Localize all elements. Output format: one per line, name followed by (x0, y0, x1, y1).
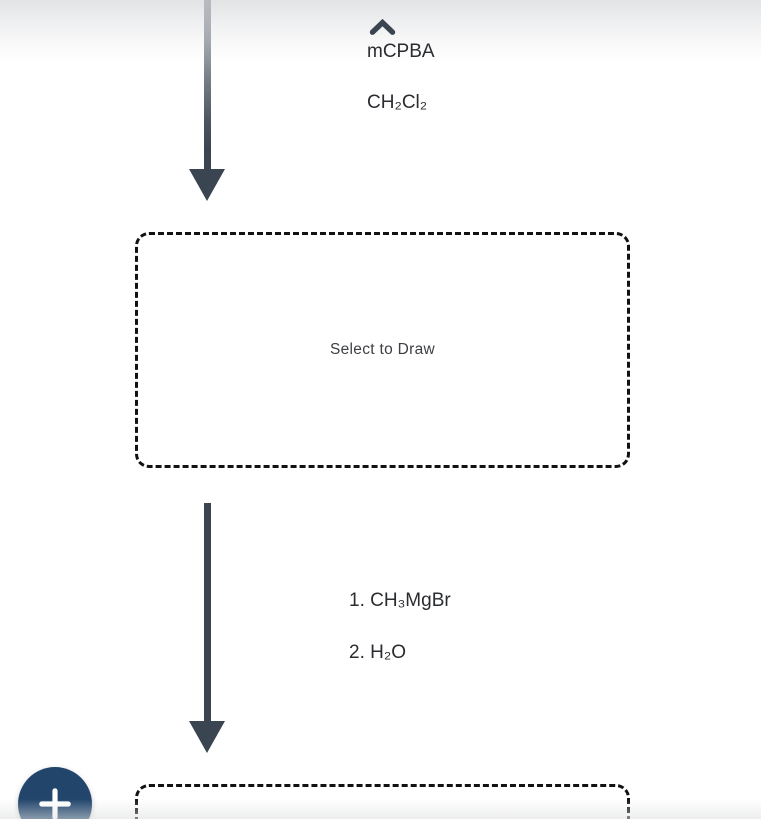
add-structure-fab[interactable] (18, 767, 92, 819)
chevron-up-icon[interactable] (369, 19, 396, 36)
reagent-label: CH₂Cl₂ (367, 92, 428, 113)
reaction-arrow-2-shaft (204, 503, 211, 723)
reagent-label: 1. CH₃MgBr (349, 590, 451, 611)
reaction-arrow-1-head (189, 169, 225, 201)
reagent-label: mCPBA (367, 41, 435, 62)
product-select-box-1[interactable]: Select to Draw (135, 232, 630, 468)
product-select-box-2[interactable] (135, 784, 630, 819)
reagent-label: 2. H₂O (349, 642, 406, 663)
select-to-draw-label: Select to Draw (330, 341, 435, 358)
plus-icon (39, 788, 71, 819)
reaction-arrow-1-shaft (204, 0, 211, 170)
reaction-arrow-2-head (189, 721, 225, 753)
